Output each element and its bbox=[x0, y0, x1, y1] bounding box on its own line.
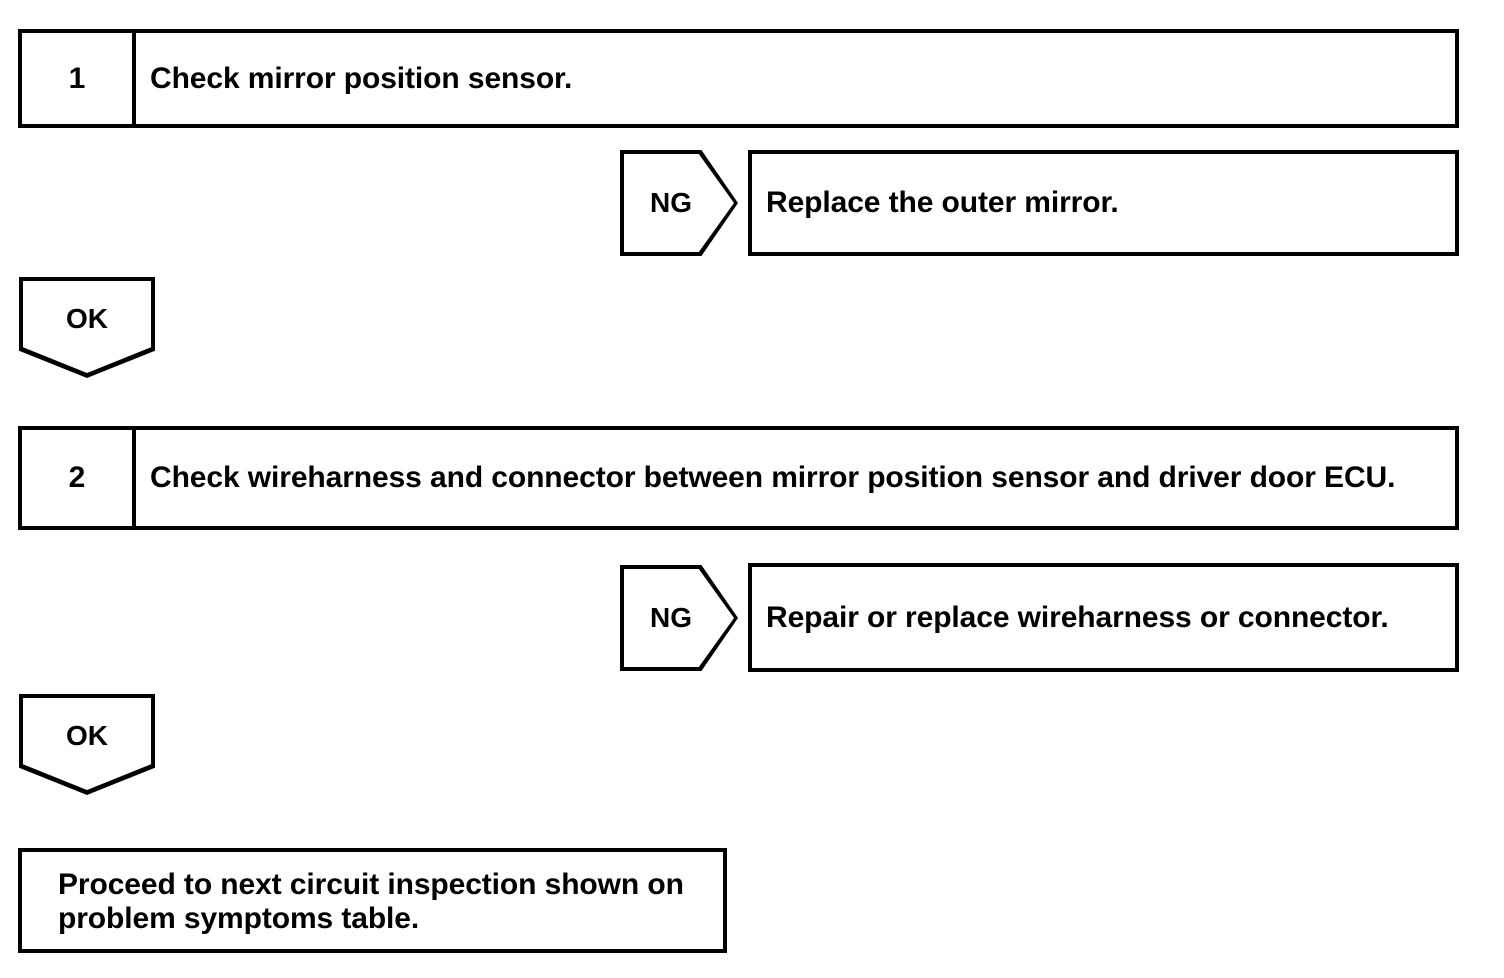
final-action-text: Proceed to next circuit inspection shown… bbox=[58, 868, 684, 935]
step-1-ok-arrow: OK bbox=[19, 277, 155, 378]
final-action-box[interactable]: Proceed to next circuit inspection shown… bbox=[18, 848, 727, 953]
step-1-text: Check mirror position sensor. bbox=[150, 61, 573, 95]
step-2-ok-arrow: OK bbox=[19, 694, 155, 795]
step-2-box[interactable]: 2 Check wireharness and connector betwee… bbox=[18, 426, 1459, 530]
step-2-ok-label: OK bbox=[23, 698, 151, 790]
step-2-ng-action-text: Repair or replace wireharness or connect… bbox=[766, 600, 1389, 634]
step-1-ng-label: NG bbox=[624, 154, 734, 252]
step-1-ng-action-box[interactable]: Replace the outer mirror. bbox=[748, 150, 1459, 256]
step-1-number: 1 bbox=[22, 33, 136, 124]
step-1-ng-action-text: Replace the outer mirror. bbox=[766, 186, 1119, 220]
step-2-ng-label: NG bbox=[624, 569, 734, 667]
step-1-ng-arrow: NG bbox=[620, 150, 738, 256]
step-2-number: 2 bbox=[22, 430, 136, 526]
step-2-ng-arrow: NG bbox=[620, 565, 738, 671]
step-2-text: Check wireharness and connector between … bbox=[150, 461, 1396, 495]
step-1-box[interactable]: 1 Check mirror position sensor. bbox=[18, 29, 1459, 128]
step-2-ng-action-box[interactable]: Repair or replace wireharness or connect… bbox=[748, 563, 1459, 672]
step-1-ok-label: OK bbox=[23, 281, 151, 373]
